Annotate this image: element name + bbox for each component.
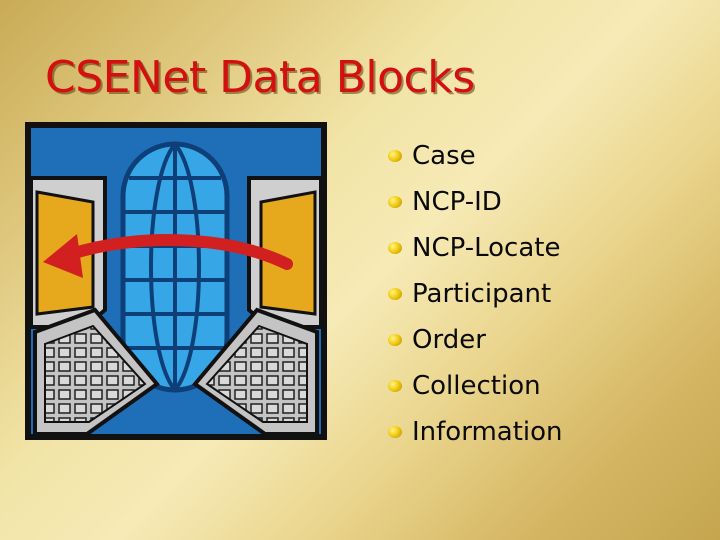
bullet-dot-icon xyxy=(388,334,402,346)
bullet-item: Participant xyxy=(388,271,563,317)
bullet-list: Case NCP-ID NCP-Locate Participant Order… xyxy=(388,133,563,455)
bullet-item: NCP-ID xyxy=(388,179,563,225)
right-computer xyxy=(192,176,323,436)
globe xyxy=(120,141,230,393)
bullet-item: Collection xyxy=(388,363,563,409)
bullet-dot-icon xyxy=(388,150,402,162)
bullet-dot-icon xyxy=(388,380,402,392)
bullet-dot-icon xyxy=(388,426,402,438)
bullet-item: NCP-Locate xyxy=(388,225,563,271)
network-computers-clipart xyxy=(25,122,327,440)
left-computer xyxy=(29,176,160,436)
bullet-item: Case xyxy=(388,133,563,179)
network-computers-globe-icon xyxy=(25,122,327,440)
bullet-dot-icon xyxy=(388,288,402,300)
slide-title: CSENet Data Blocks xyxy=(45,52,475,103)
bullet-dot-icon xyxy=(388,196,402,208)
bullet-dot-icon xyxy=(388,242,402,254)
arrow-left-icon xyxy=(43,234,293,278)
bullet-item: Order xyxy=(388,317,563,363)
bullet-item: Information xyxy=(388,409,563,455)
